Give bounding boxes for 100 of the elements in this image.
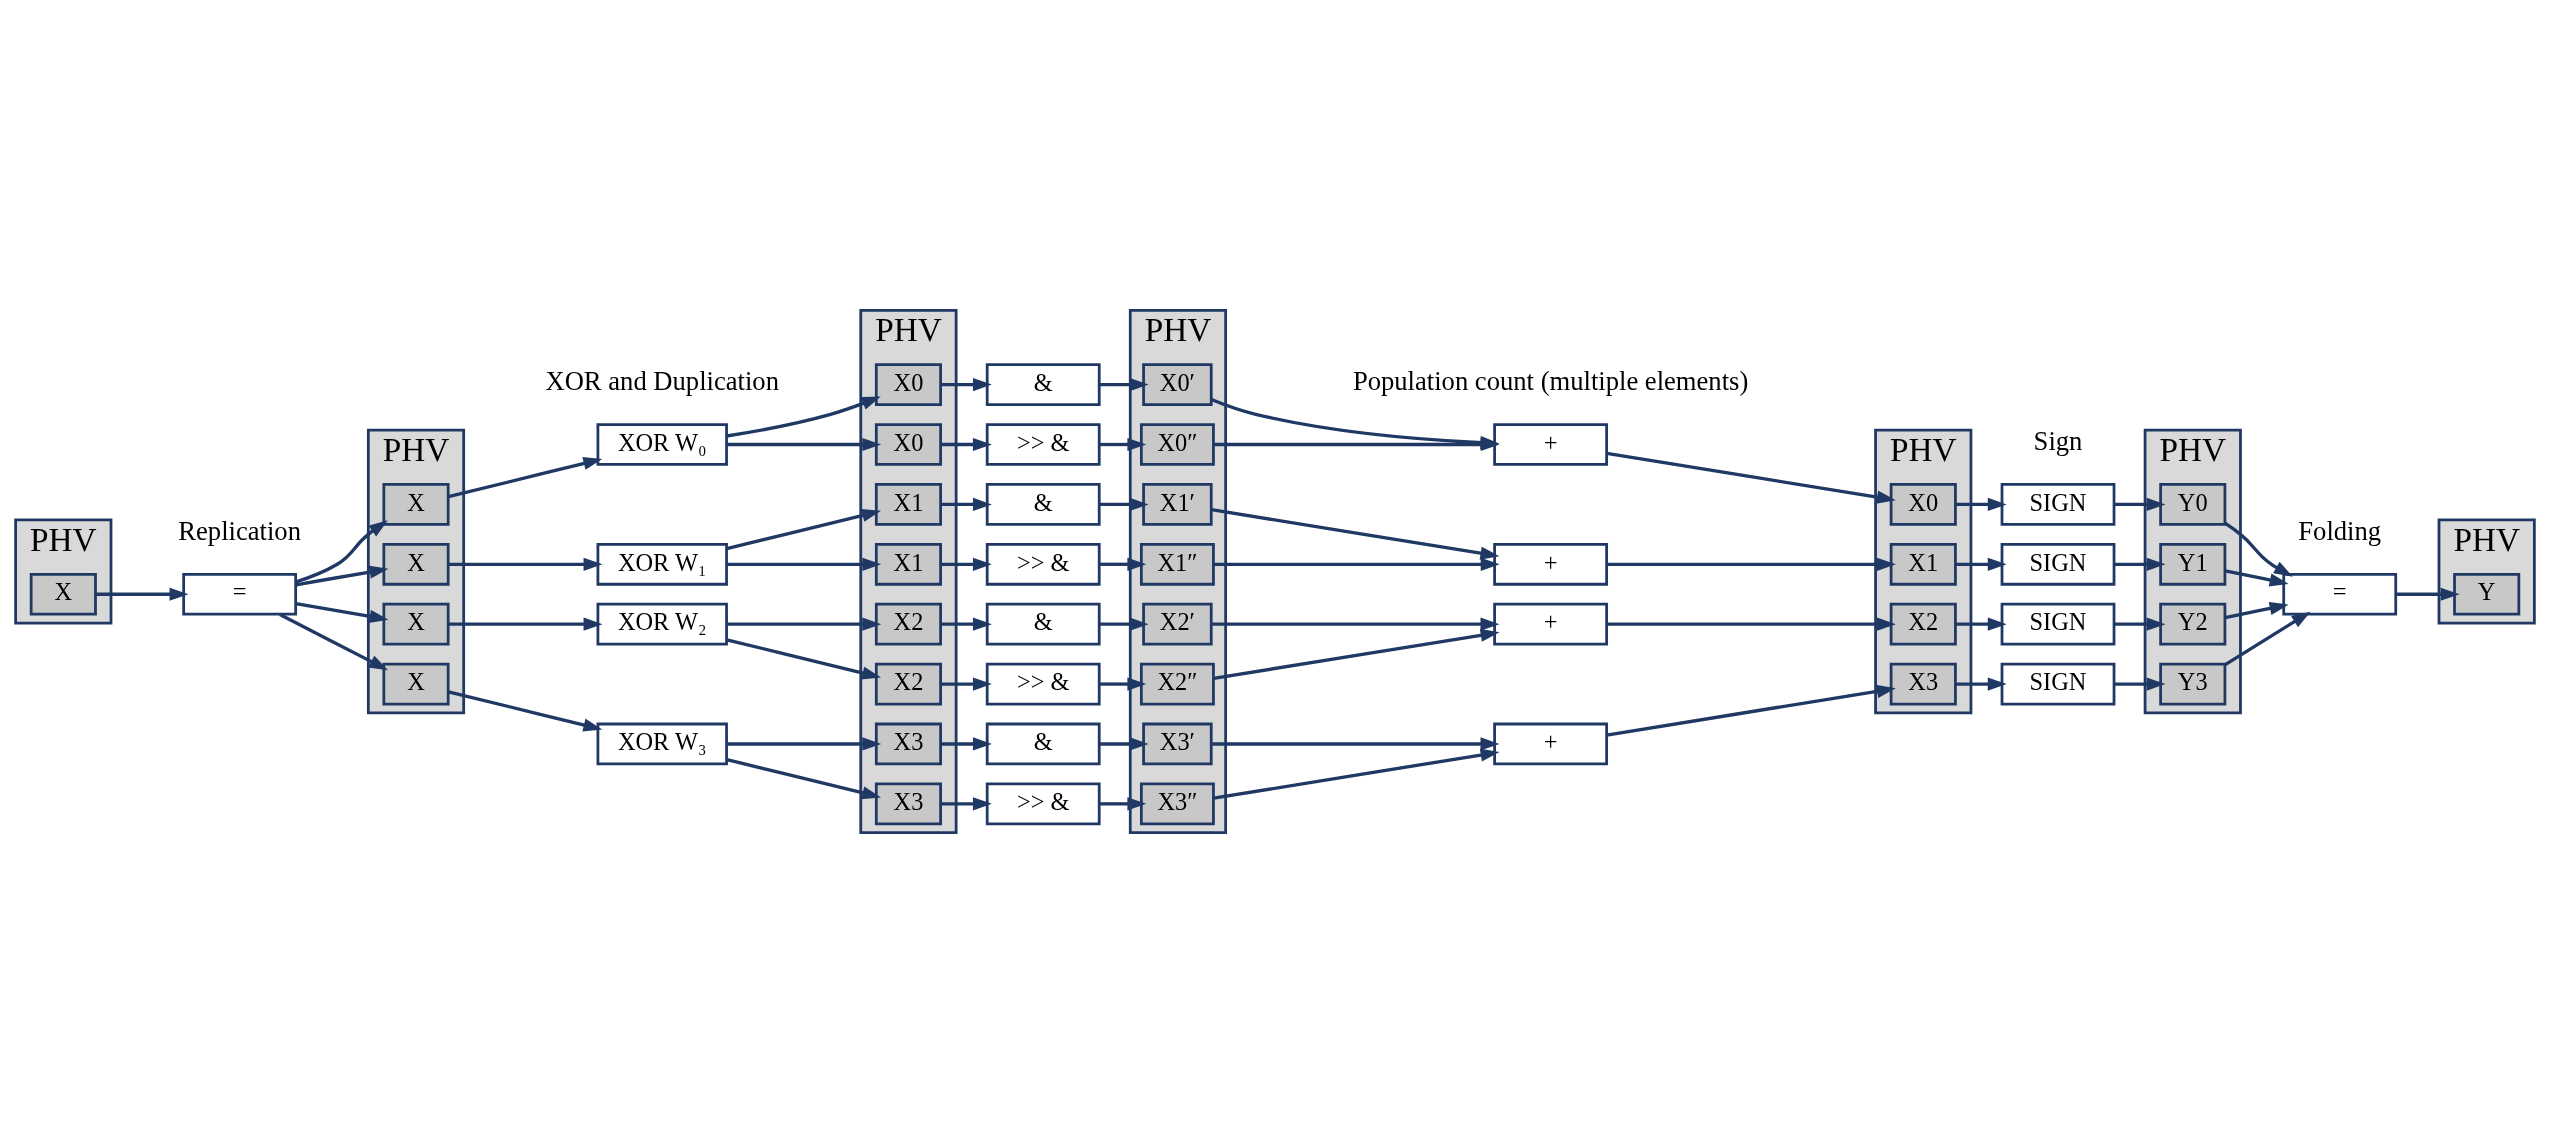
arrow (940, 617, 992, 631)
label: Sign (2033, 425, 2083, 456)
node-box: SIGN (2000, 662, 2116, 705)
arrow (1213, 557, 1500, 571)
node-box: & (985, 362, 1101, 406)
arrow (2114, 676, 2166, 691)
arrow (2395, 587, 2460, 601)
node-box: X (29, 572, 97, 616)
label: Folding (2298, 515, 2382, 546)
arrow (448, 456, 603, 498)
arrow (726, 508, 882, 550)
arrow (2114, 617, 2166, 631)
node-box: X1 (1889, 542, 1957, 586)
arrow (726, 557, 882, 571)
arrow (1606, 557, 1896, 571)
arrow (448, 617, 603, 631)
node-box: X0 (1889, 482, 1957, 526)
arrow (448, 557, 603, 571)
arrow (1606, 684, 1896, 737)
arrow (726, 736, 882, 751)
node-box: >> & (985, 662, 1101, 705)
node-box: X2″ (1139, 662, 1215, 705)
arrow (940, 377, 992, 391)
arrow (1099, 497, 1149, 511)
label: Population count (multiple elements) (1352, 365, 1749, 396)
node-box: + (1493, 722, 1608, 765)
arrow (1211, 736, 1500, 751)
label: XOR and Duplication (545, 365, 779, 396)
node-box: X1″ (1139, 542, 1215, 586)
arrow (940, 736, 992, 751)
node-box: X (382, 482, 450, 526)
arrow (448, 689, 603, 731)
arrow (2224, 568, 2289, 587)
arrow (2224, 611, 2311, 666)
node-box: & (985, 722, 1101, 765)
node-box: X1 (874, 542, 942, 586)
arrow (1099, 676, 1147, 691)
node-box: + (1493, 542, 1608, 586)
node-box: X0″ (1139, 422, 1215, 466)
node-box: + (1493, 602, 1608, 646)
arrow (726, 617, 882, 631)
arrow (1955, 497, 2007, 511)
arrow (940, 676, 992, 691)
node-box: >> & (985, 422, 1101, 466)
node-box: X1 (874, 482, 942, 526)
arrow (1099, 796, 1147, 810)
node-box: X (382, 662, 450, 705)
arrow (1099, 557, 1147, 571)
arrow (1099, 617, 1149, 631)
arrow (1213, 628, 1500, 680)
node-box: = (182, 572, 298, 616)
node-box: SIGN (2000, 542, 2116, 586)
label: Replication (178, 515, 301, 546)
arrow (279, 612, 388, 670)
node-box: Y2 (2159, 602, 2227, 646)
node-box: X2 (1889, 602, 1957, 646)
node-box: X3 (874, 722, 942, 765)
arrow (940, 437, 992, 451)
node-box: = (2282, 572, 2398, 616)
arrow (2224, 601, 2289, 619)
arrow (1955, 617, 2007, 631)
arrow (295, 565, 389, 586)
node-box: X0′ (1142, 362, 1213, 406)
node-box: & (985, 602, 1101, 646)
node-box: X2 (874, 602, 942, 646)
node-box: >> & (985, 782, 1101, 825)
arrow (1099, 437, 1147, 451)
node-box: Y (2453, 572, 2521, 616)
arrow (1211, 507, 1500, 560)
node-box: XOR W₀ (596, 422, 728, 466)
arrow (1955, 676, 2007, 691)
node-box: SIGN (2000, 602, 2116, 646)
arrow (940, 557, 992, 571)
node-box: + (1493, 422, 1608, 466)
node-box: Y3 (2159, 662, 2227, 705)
node-box: X0 (874, 422, 942, 466)
node-box: XOR W₁ (596, 542, 728, 586)
arrow (940, 497, 992, 511)
node-box: Y1 (2159, 542, 2227, 586)
node-box: X2 (874, 662, 942, 705)
node-box: X (382, 542, 450, 586)
arrow (1099, 377, 1149, 391)
arrow (940, 796, 992, 810)
arrow (295, 519, 388, 584)
arrow (726, 395, 881, 438)
arrow (1955, 557, 2007, 571)
node-box: X3′ (1142, 722, 1213, 765)
arrow (726, 757, 882, 799)
node-box: X2′ (1142, 602, 1213, 646)
node-box: >> & (985, 542, 1101, 586)
node-box: X3 (874, 782, 942, 825)
node-box: X3″ (1139, 782, 1215, 825)
arrow (1211, 617, 1500, 631)
arrow (1606, 451, 1896, 504)
node-box: X1′ (1142, 482, 1213, 526)
arrow (726, 637, 882, 680)
arrow (726, 437, 882, 451)
arrow (1606, 617, 1896, 631)
node-box: X0 (874, 362, 942, 406)
arrow (1213, 748, 1500, 800)
